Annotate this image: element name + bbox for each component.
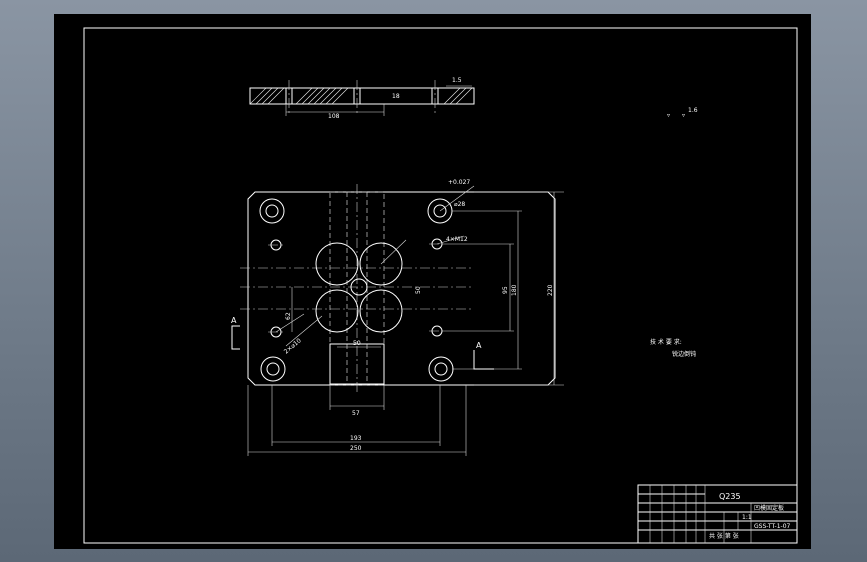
dim-small-offset: 62 xyxy=(285,312,292,320)
ratio: 1:1 xyxy=(742,514,752,521)
punch-hole-1 xyxy=(315,242,359,286)
title-block: Q235 凹模固定板 1:1 GSS-TT-1-07 共 张 第 张 xyxy=(637,484,798,544)
dim-overall-width: 250 xyxy=(350,445,362,452)
punch-hole-3 xyxy=(315,289,359,333)
drawing-border xyxy=(83,27,798,544)
thread-label: 4×M12 xyxy=(446,236,468,243)
drawing-number: GSS-TT-1-07 xyxy=(754,523,791,530)
bolt-hole-tl xyxy=(259,198,285,224)
drawing-sheet: 108 18 1.5 ▿ ▿ 1.6 xyxy=(54,14,811,549)
svg-text:▿: ▿ xyxy=(682,112,685,119)
part-name: 凹模固定板 xyxy=(754,504,784,512)
punch-hole-4 xyxy=(359,289,403,333)
section-marker-left: A xyxy=(231,316,237,325)
dim-center-pitch: 50 xyxy=(353,340,361,347)
hole-diameter-label: ⌀28 xyxy=(454,201,465,208)
dim-side-height: 18 xyxy=(392,93,400,100)
roughness-value: 1.6 xyxy=(688,107,698,114)
material-label: Q235 xyxy=(719,492,741,501)
section-marker-right: A xyxy=(476,341,482,350)
dim-side-small: 1.5 xyxy=(452,77,462,84)
sheet-label: 共 张 第 张 xyxy=(709,532,739,540)
hole-tolerance: +0.027 xyxy=(448,179,470,186)
plan-view: 250 193 57 50 220 180 95 62 50 xyxy=(231,179,564,456)
center-hole xyxy=(350,278,368,296)
bolt-hole-br xyxy=(428,356,454,382)
svg-text:▿: ▿ xyxy=(667,112,670,119)
cad-drawing: 108 18 1.5 ▿ ▿ 1.6 xyxy=(83,27,798,544)
tech-requirements-title: 技 术 要 求: xyxy=(650,338,682,346)
dim-center-offset: 50 xyxy=(415,286,422,294)
dim-side-length: 108 xyxy=(328,113,340,120)
tech-requirements-note: 锐边倒钝 xyxy=(672,350,696,358)
roughness-symbol: ▿ ▿ 1.6 xyxy=(667,107,698,119)
section-outline xyxy=(249,87,475,105)
dim-hole-pitch-x: 193 xyxy=(350,435,362,442)
dim-hole-pitch-y: 180 xyxy=(511,284,518,296)
dim-slot-width: 57 xyxy=(352,410,360,417)
pin-hole-label: 2×⌀10 xyxy=(283,337,303,355)
bolt-hole-bl xyxy=(260,356,286,382)
section-hatch xyxy=(249,87,473,105)
punch-hole-2 xyxy=(359,242,403,286)
dim-overall-height: 220 xyxy=(547,284,554,296)
section-view: 108 18 1.5 xyxy=(249,77,475,120)
dim-half-pitch-y: 95 xyxy=(502,286,509,294)
